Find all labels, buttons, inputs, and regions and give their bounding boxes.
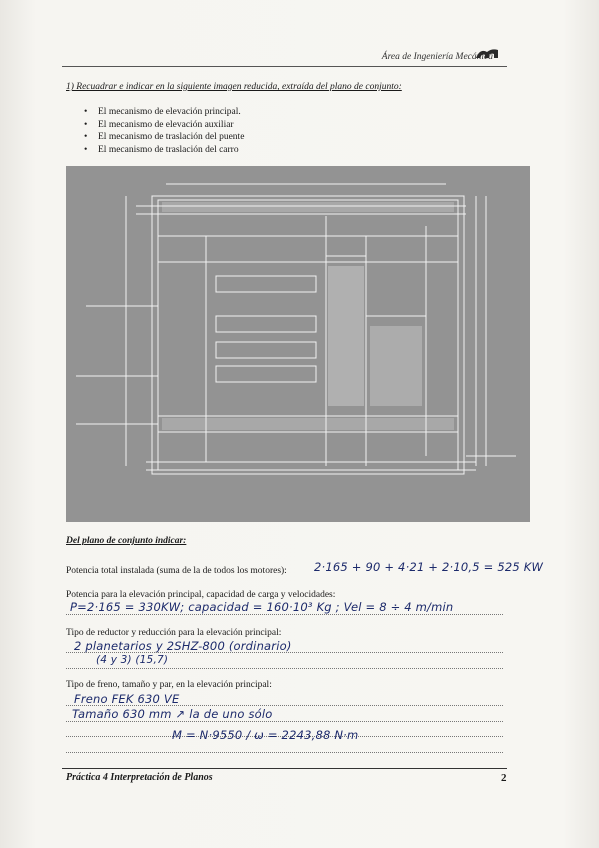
footer-rule: [62, 768, 507, 769]
logo-icon: [476, 49, 498, 58]
reducer-label: Tipo de reductor y reducción para la ele…: [66, 628, 282, 638]
list-item: El mecanismo de elevación auxiliar: [84, 119, 244, 132]
answer-line: [66, 721, 503, 722]
section-title: 1) Recuadrar e indicar en la siguiente i…: [66, 82, 402, 92]
header-rule: [62, 66, 507, 67]
header-area-label: Área de Ingeniería Mecánica: [381, 52, 493, 62]
brake-answer-2: Tamaño 630 mm ↗ la de uno sólo: [72, 707, 273, 721]
page-number: 2: [501, 772, 507, 784]
brake-label: Tipo de freno, tamaño y par, en la eleva…: [66, 680, 272, 690]
hoist-answer: P=2·165 = 330KW; capacidad = 160·10³ Kg …: [70, 600, 454, 614]
answer-line: [66, 736, 503, 737]
brake-answer-3: M = N·9550 / ω = 2243,88 N·m: [172, 728, 359, 742]
answer-line: [66, 614, 503, 615]
footer-title: Práctica 4 Interpretación de Planos: [66, 772, 213, 783]
power-label: Potencia total instalada (suma de la de …: [66, 566, 287, 576]
assembly-drawing: [66, 166, 530, 522]
list-item: El mecanismo de traslación del carro: [84, 144, 244, 157]
power-answer: 2·165 + 90 + 4·21 + 2·10,5 = 525 KW: [314, 560, 544, 574]
answer-line: [66, 752, 503, 753]
list-item: El mecanismo de elevación principal.: [84, 106, 244, 119]
questions-title: Del plano de conjunto indicar:: [66, 536, 187, 546]
brake-answer-1: Freno FEK 630 VE: [74, 692, 180, 706]
hoist-label: Potencia para la elevación principal, ca…: [66, 590, 336, 600]
answer-line: [66, 668, 503, 669]
list-item: El mecanismo de traslación del puente: [84, 131, 244, 144]
answer-line: [66, 652, 503, 653]
reducer-answer-1: 2 planetarios y 2SHZ-800 (ordinario): [74, 639, 292, 653]
mechanism-list: El mecanismo de elevación principal. El …: [84, 106, 244, 156]
reducer-answer-2: (4 y 3) (15,7): [96, 654, 169, 666]
answer-line: [66, 705, 503, 706]
